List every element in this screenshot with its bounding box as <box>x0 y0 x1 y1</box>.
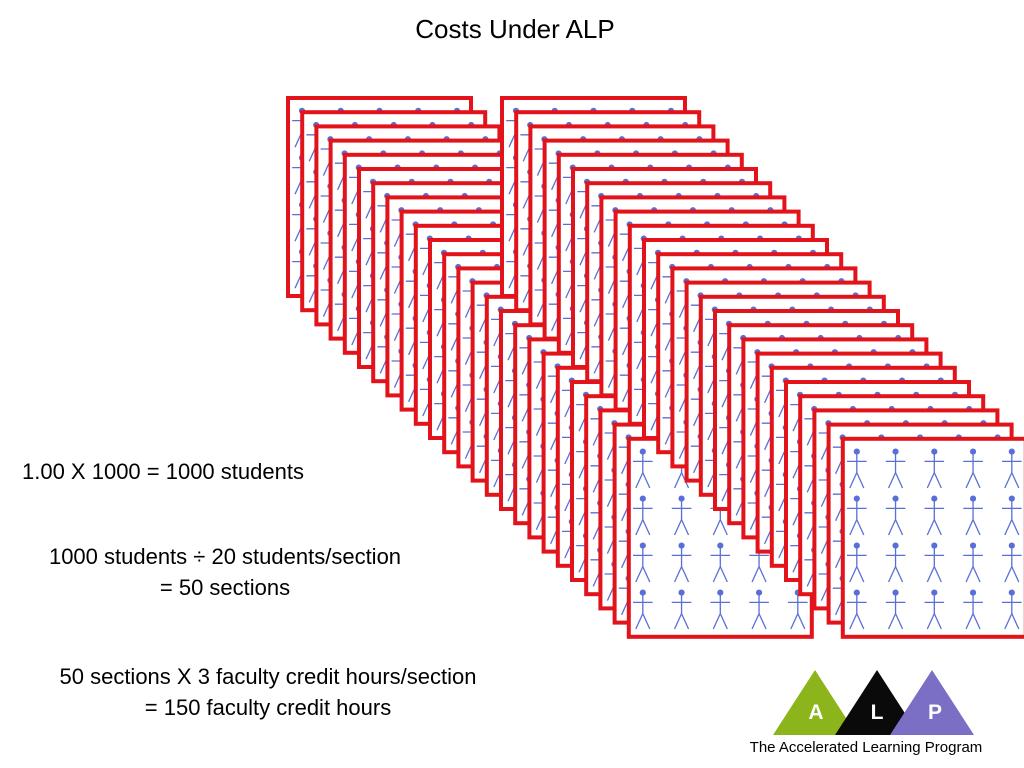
credit-hours-calculation-line2: = 150 faculty credit hours <box>144 695 392 720</box>
logo-triangle-p <box>890 670 974 735</box>
logo-letter-l: L <box>870 701 884 724</box>
section-cards-illustration <box>286 96 1024 639</box>
logo-triangle-l <box>835 670 919 735</box>
logo-triangle-a <box>773 670 857 735</box>
sections-calculation-line2: = 50 sections <box>159 575 291 600</box>
sections-calculation-line1: 1000 students ÷ 20 students/section <box>48 544 402 569</box>
logo-letter-p: P <box>927 701 942 724</box>
slide-title: Costs Under ALP <box>415 14 615 44</box>
credit-hours-calculation-line1: 50 sections X 3 faculty credit hours/sec… <box>59 664 477 689</box>
logo-letter-a: A <box>808 701 824 724</box>
students-calculation: 1.00 X 1000 = 1000 students <box>22 459 304 484</box>
section-card <box>840 436 1024 639</box>
alp-logo: A L P <box>770 668 980 738</box>
alp-logo-triangles <box>773 670 974 735</box>
logo-caption: The Accelerated Learning Program <box>749 739 983 756</box>
